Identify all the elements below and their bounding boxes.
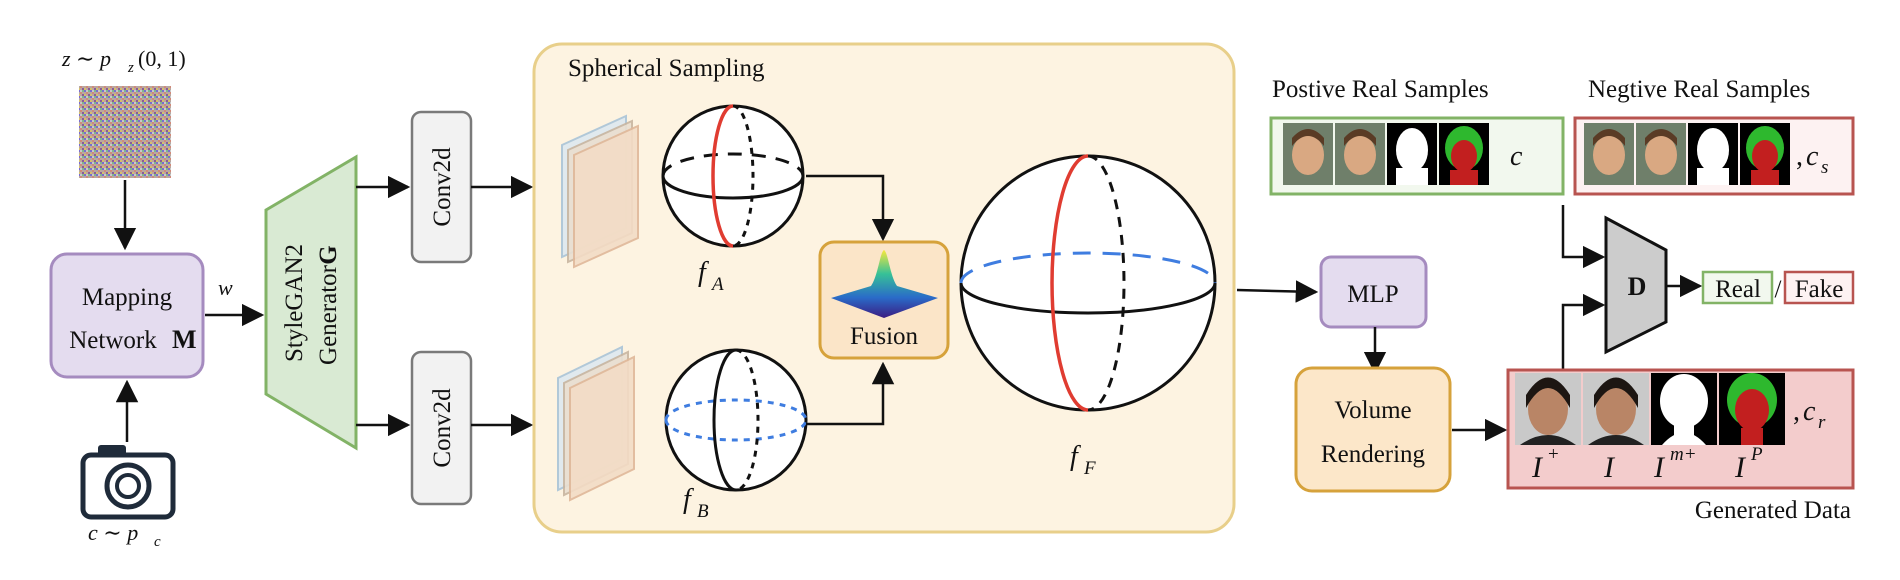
generated-cond-sub: r — [1818, 412, 1826, 433]
slash-label: / — [1775, 276, 1782, 303]
generated-title: Generated Data — [1695, 497, 1851, 524]
generated-label-1: I + — [1531, 444, 1559, 484]
generator-label-line2-group: Generator G — [315, 245, 342, 365]
generator-trapezoid — [264, 154, 358, 451]
spherical-sampling-title: Spherical Sampling — [568, 55, 765, 82]
positive-mask — [1387, 123, 1437, 185]
generator-label-line2: Generator — [315, 264, 342, 365]
real-label: Real — [1715, 276, 1761, 303]
f-a-sub: A — [710, 274, 724, 295]
arrow-generated-to-discriminator — [1561, 293, 1606, 370]
fake-badge — [1783, 270, 1855, 305]
volume-rendering-box — [1294, 366, 1452, 493]
generated-label-3-base: I — [1653, 451, 1666, 484]
volume-label-line1: Volume — [1334, 397, 1411, 424]
negative-cond-base: c — [1806, 141, 1819, 172]
generated-parsing-map — [1719, 373, 1785, 445]
fake-label: Fake — [1795, 276, 1844, 303]
noise-label-main: z ∼ p — [61, 46, 111, 71]
mapping-label-bold: M — [172, 325, 197, 354]
gaussian-surface-icon — [831, 250, 938, 318]
f-b-base: f — [683, 484, 694, 515]
generated-label-2: I — [1603, 451, 1616, 484]
real-badge — [1701, 270, 1774, 305]
mlp-label: MLP — [1347, 281, 1398, 308]
conv2d-bottom-box — [410, 350, 473, 506]
f-f-sub: F — [1083, 458, 1096, 479]
f-f-label: f F — [1070, 441, 1096, 479]
mapping-label-line1: Mapping — [82, 284, 173, 311]
negative-face-1 — [1584, 123, 1634, 185]
noise-label-sub: z — [127, 60, 134, 76]
sphere-a-icon — [661, 104, 805, 248]
arrow-sphere-f-to-mlp — [1236, 280, 1319, 303]
volume-label-line2: Rendering — [1321, 441, 1426, 468]
generated-cond-base: c — [1803, 396, 1816, 427]
generated-label-4: I P — [1734, 444, 1763, 484]
generated-label-4-sup: P — [1750, 444, 1763, 465]
noise-label: z ∼ p z (0, 1) — [61, 46, 186, 76]
f-a-label: f A — [698, 257, 724, 295]
positive-face-1 — [1283, 123, 1333, 185]
generator-label-line1: StyleGAN2 — [281, 244, 308, 362]
negative-cond-comma: , — [1796, 141, 1803, 172]
camera-icon — [80, 445, 176, 520]
generated-label-2-base: I — [1603, 451, 1616, 484]
generated-cond-comma: , — [1793, 396, 1800, 427]
generated-cond-label: , c r — [1793, 396, 1826, 433]
positive-face-2 — [1335, 123, 1385, 185]
w-label: w — [218, 275, 233, 300]
negative-cond-label: , c s — [1796, 141, 1828, 178]
generated-label-1-base: I — [1531, 451, 1544, 484]
f-b-sub: B — [697, 501, 709, 522]
mapping-label-line2: Network — [69, 327, 157, 354]
arrow-sphere-b-to-fusion — [806, 361, 895, 426]
positive-title: Postive Real Samples — [1272, 76, 1489, 103]
arrow-real-to-discriminator — [1561, 205, 1606, 269]
mapping-network-box — [49, 252, 205, 379]
camera-label: c ∼ p c — [88, 520, 161, 550]
negative-mask — [1688, 123, 1738, 185]
f-f-base: f — [1070, 441, 1081, 472]
camera-label-sub: c — [154, 534, 161, 550]
noise-label-args: (0, 1) — [138, 46, 186, 71]
noise-image — [79, 86, 171, 178]
generated-label-1-sup: + — [1548, 444, 1559, 465]
camera-label-main: c ∼ p — [88, 520, 138, 545]
positive-parsing-map — [1439, 123, 1489, 185]
generated-label-3: I m+ — [1653, 444, 1697, 484]
conv2d-bottom-label: Conv2d — [429, 388, 456, 468]
generator-label-bold: G — [315, 245, 342, 264]
generated-face-1 — [1515, 373, 1581, 445]
arrow-sphere-a-to-fusion — [806, 174, 895, 242]
generated-label-4-base: I — [1734, 451, 1747, 484]
sphere-f-icon — [959, 154, 1217, 412]
conv2d-top-label: Conv2d — [429, 147, 456, 227]
generated-face-2 — [1583, 373, 1649, 445]
sphere-b-icon — [664, 348, 808, 492]
f-b-label: f B — [683, 484, 709, 522]
discriminator-label: D — [1628, 272, 1647, 301]
discriminator-trapezoid — [1604, 215, 1668, 355]
negative-cond-sub: s — [1821, 157, 1828, 178]
negative-title: Negtive Real Samples — [1588, 76, 1810, 103]
f-a-base: f — [698, 257, 709, 288]
triplane-top-icon — [561, 114, 639, 269]
positive-cond-label: c — [1510, 141, 1523, 172]
fusion-label: Fusion — [850, 323, 919, 350]
negative-face-2 — [1636, 123, 1686, 185]
generated-mask — [1651, 373, 1717, 445]
mlp-box — [1319, 255, 1428, 329]
triplane-bottom-icon — [557, 345, 635, 502]
negative-parsing-map — [1740, 123, 1790, 185]
generated-label-3-sup: m+ — [1670, 444, 1697, 465]
